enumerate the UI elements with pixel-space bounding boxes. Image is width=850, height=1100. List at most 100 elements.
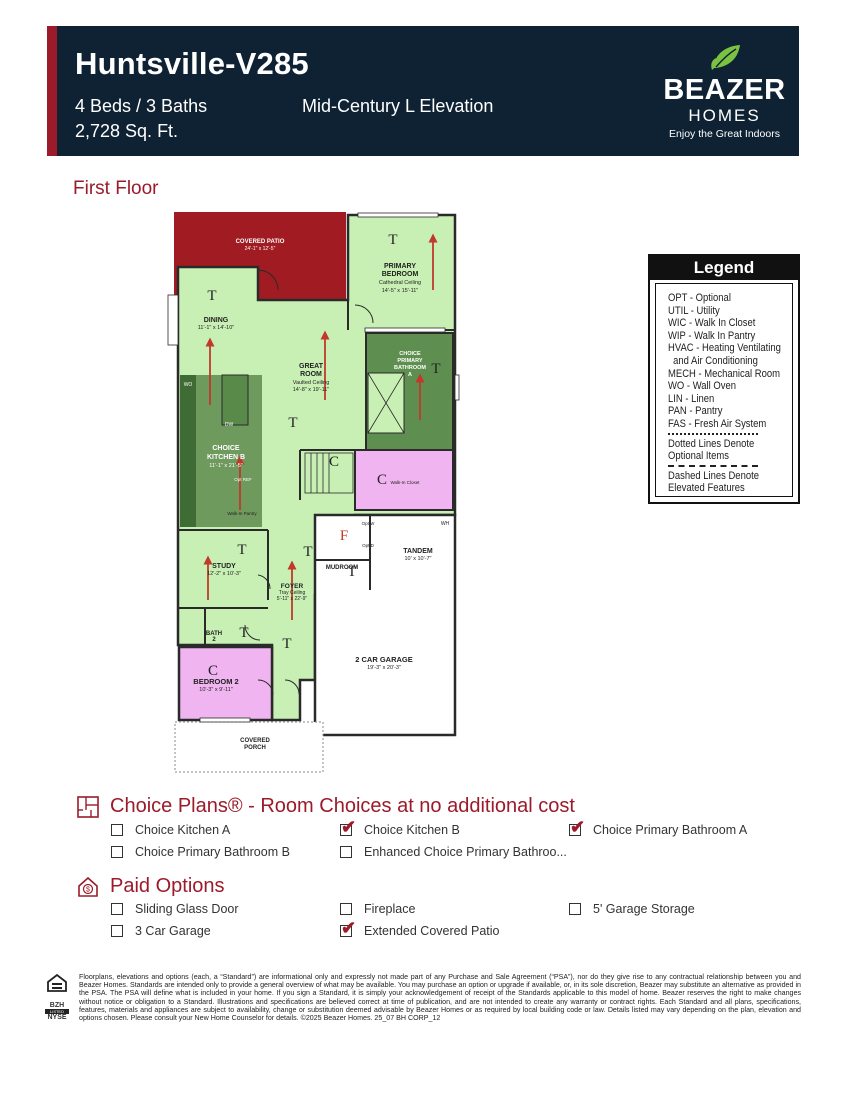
check-icon: ✔ xyxy=(570,817,586,837)
equal-housing-nyse-logos: BZH LISTED NYSE xyxy=(45,973,69,1021)
checkbox[interactable] xyxy=(569,903,581,915)
legend-dotted-2: Optional Items xyxy=(668,450,729,463)
disclaimer-text: Floorplans, elevations and options (each… xyxy=(79,973,801,1023)
option-label: Fireplace xyxy=(364,902,416,916)
svg-text:$: $ xyxy=(86,887,90,894)
logo-tagline: Enjoy the Great Indoors xyxy=(669,128,780,140)
water-heater-label: WH xyxy=(441,521,450,527)
beds-baths: 4 Beds / 3 Baths xyxy=(75,96,208,116)
foyer-label: FOYER xyxy=(281,583,304,590)
pantry-label: Walk-In Pantry xyxy=(227,511,257,516)
kitchen-label-2: KITCHEN B xyxy=(207,454,245,461)
checkbox[interactable] xyxy=(111,824,123,836)
legend-item: WIP - Walk In Pantry xyxy=(668,329,756,342)
porch-label-2: PORCH xyxy=(244,745,266,751)
primary-note: Cathedral Ceiling xyxy=(379,280,421,286)
checkbox[interactable] xyxy=(340,903,352,915)
floor-plan: COVERED PATIO 24'-1" x 12'-5" PRIMARY BE… xyxy=(167,212,460,773)
checkbox[interactable] xyxy=(340,824,352,836)
legend-item: and Air Conditioning xyxy=(673,354,758,367)
listed-label: LISTED xyxy=(45,1009,69,1014)
marker-t-foyer: T xyxy=(303,544,312,560)
checkbox[interactable] xyxy=(569,824,581,836)
marker-t-study: T xyxy=(237,542,246,558)
primary-dim: 14'-5" x 15'-11" xyxy=(382,288,419,294)
legend-dashed-1: Dashed Lines Denote xyxy=(668,469,759,482)
option-label: 5' Garage Storage xyxy=(593,902,695,916)
kitchen-label-1: CHOICE xyxy=(212,445,240,452)
great-room-label-2: ROOM xyxy=(300,371,322,378)
primary-label-2: BEDROOM xyxy=(382,271,419,278)
kitchen-dim: 11'-1" x 21'-5" xyxy=(209,463,242,469)
marker-f-mud: F xyxy=(340,528,348,544)
marker-c-bed2: C xyxy=(208,663,218,679)
marker-t-primary: T xyxy=(388,232,397,248)
primary-closet xyxy=(354,449,454,511)
beazer-logo: BEAZER HOMES Enjoy the Great Indoors xyxy=(662,40,787,150)
accent-bar xyxy=(47,26,57,156)
dining-label: DINING xyxy=(204,317,229,324)
floorplan-icon xyxy=(77,796,99,818)
mudroom-label: MUDROOM xyxy=(326,565,358,571)
equal-housing-icon xyxy=(47,973,67,992)
tandem-label: TANDEM xyxy=(403,548,433,555)
check-icon: ✔ xyxy=(341,918,357,938)
study-dim: 12'-2" x 10'-3" xyxy=(207,571,241,577)
kitchen-island xyxy=(221,374,249,426)
closet-label: Walk-In Closet xyxy=(390,480,420,485)
legend-box: Legend OPT - Optional UTIL - Utility WIC… xyxy=(648,254,800,504)
floor-title: First Floor xyxy=(73,178,159,199)
legend-item: PAN - Pantry xyxy=(668,405,723,418)
nyse-label: NYSE xyxy=(47,1014,67,1021)
bath-a-label-3: BATHROOM xyxy=(394,365,426,371)
option-label: Extended Covered Patio xyxy=(364,924,500,938)
header-banner: Huntsville-V285 4 Beds / 3 Baths 2,728 S… xyxy=(47,26,799,156)
dotted-line-sample xyxy=(668,432,758,435)
bedroom-2-area xyxy=(177,645,274,722)
choice-plans-title: Choice Plans® - Room Choices at no addit… xyxy=(110,795,575,817)
marker-t-bath-a: T xyxy=(431,361,440,377)
bzh-label: BZH xyxy=(49,1002,65,1009)
legend-item: LIN - Linen xyxy=(668,392,715,405)
checkbox[interactable] xyxy=(111,903,123,915)
opt-washer-label: Opt W xyxy=(362,521,376,526)
dishwasher-label: DW xyxy=(225,422,234,428)
bedroom-2-label: BEDROOM 2 xyxy=(193,677,238,686)
dashed-line-sample xyxy=(668,464,758,467)
option-label: Choice Kitchen B xyxy=(364,823,460,837)
check-icon: ✔ xyxy=(341,817,357,837)
logo-sub: HOMES xyxy=(688,106,761,125)
checkbox[interactable] xyxy=(340,925,352,937)
study-label: STUDY xyxy=(212,563,236,570)
option-label: Enhanced Choice Primary Bathroo... xyxy=(364,845,567,859)
bath-a-label-1: CHOICE xyxy=(399,351,421,357)
marker-t-great: T xyxy=(288,415,297,431)
view-arrows xyxy=(203,233,438,620)
doors xyxy=(244,269,374,696)
porch-area xyxy=(174,721,324,773)
bedroom-2-dim: 10'-3" x 9'-11" xyxy=(199,687,232,693)
garage-area xyxy=(313,513,457,737)
checkbox[interactable] xyxy=(111,925,123,937)
checkbox[interactable] xyxy=(111,846,123,858)
porch-label-1: COVERED xyxy=(240,738,270,744)
foyer-dim: 5'-11" x 22'-9" xyxy=(277,596,308,602)
plan-title: Huntsville-V285 xyxy=(75,46,309,81)
shower-x2 xyxy=(367,372,405,434)
square-footage: 2,728 Sq. Ft. xyxy=(75,121,179,141)
legend-body: OPT - Optional UTIL - Utility WIC - Walk… xyxy=(655,283,793,497)
patio-dim: 24'-1" x 12'-5" xyxy=(245,246,276,252)
marker-c-closet: C xyxy=(377,472,387,488)
checkbox[interactable] xyxy=(340,846,352,858)
option-label: Sliding Glass Door xyxy=(135,902,239,916)
legend-item: FAS - Fresh Air System xyxy=(668,417,767,430)
option-label: Choice Primary Bathroom A xyxy=(593,823,748,837)
legend-dotted-1: Dotted Lines Denote xyxy=(668,437,755,450)
leaf-icon xyxy=(711,45,740,70)
option-label: Choice Kitchen A xyxy=(135,823,231,837)
marker-c-stair: C xyxy=(329,454,339,470)
dining-dim: 11'-1" x 14'-10" xyxy=(198,325,235,331)
bath-a-label-2: PRIMARY xyxy=(397,358,422,364)
foyer-note: Tray Ceiling xyxy=(279,590,306,596)
option-label: Choice Primary Bathroom B xyxy=(135,845,290,859)
